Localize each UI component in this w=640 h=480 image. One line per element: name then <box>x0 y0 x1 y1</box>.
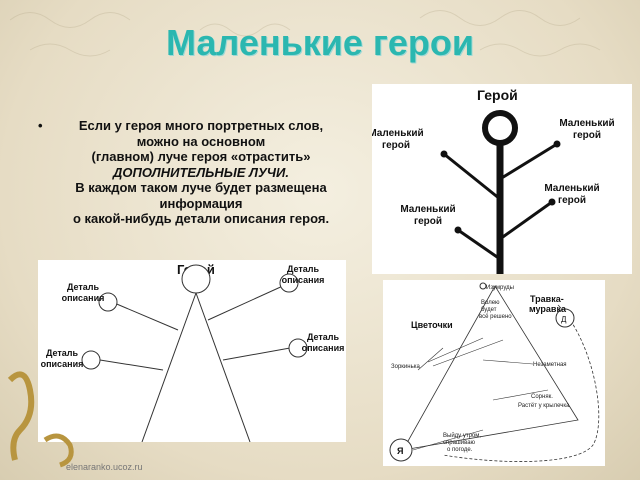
svg-text:Д: Д <box>561 315 567 324</box>
scheme-note: всё решено <box>479 314 512 320</box>
footer-source: elenaranko.ucoz.ru <box>66 462 143 472</box>
small-hero-label: герой <box>414 216 442 227</box>
bullet-dot: • <box>38 118 43 133</box>
small-hero-label: герой <box>382 140 410 151</box>
detail-label: Деталь <box>67 282 100 292</box>
example-scheme-diagram: Д Я Изумруды Волею будет всё решено Зорк… <box>383 280 605 466</box>
detail-label: Деталь <box>46 348 79 358</box>
hero-ring <box>482 110 518 146</box>
bullet-line: (главном) луче героя «отрастить» <box>91 149 311 164</box>
scheme-label: муравка <box>529 304 567 314</box>
scheme-note: спрашиваю <box>443 440 476 446</box>
detail-label: Деталь <box>287 264 320 274</box>
scheme-note: о погоде. <box>447 447 473 453</box>
detail-label: Деталь <box>307 332 340 342</box>
hero-details-diagram: Герой Деталь описания Деталь описания Де… <box>38 260 346 443</box>
hero-tree-diagram: Герой Маленький герой Маленький герой Ма… <box>368 84 632 274</box>
detail-label: описания <box>302 343 345 353</box>
scheme-note: Незаметная <box>533 362 567 368</box>
scheme-note: будет <box>481 307 497 313</box>
small-hero-label: Маленький <box>559 118 614 129</box>
me-label: Я <box>397 446 403 456</box>
bullet-text: • Если у героя много портретных слов, мо… <box>38 118 338 227</box>
bullet-line: Если у героя много портретных слов, можн… <box>78 118 324 149</box>
scheme-note: Сорняк. <box>531 394 553 400</box>
small-hero-label: Маленький <box>544 183 599 194</box>
bullet-line: В каждом таком луче будет размещена инфо… <box>75 180 327 211</box>
small-hero-label: Маленький <box>400 204 455 215</box>
small-hero-label: герой <box>573 130 601 141</box>
slide-title: Маленькие герои <box>165 22 475 63</box>
scheme-note: Волею <box>481 300 500 306</box>
small-hero-label: Маленький <box>372 128 424 139</box>
detail-label: описания <box>41 359 84 369</box>
scheme-note: Зоркинька <box>391 364 420 370</box>
detail-label: описания <box>62 293 105 303</box>
scheme-note: Выйду утром, <box>443 432 481 439</box>
small-hero-label: герой <box>558 195 586 206</box>
hero-label: Герой <box>477 87 518 103</box>
decorative-script-background <box>9 10 601 57</box>
scheme-label: Цветочки <box>411 320 453 330</box>
detail-label: описания <box>282 275 325 285</box>
scheme-note: Растёт у крылечка <box>518 403 570 409</box>
decorative-scroll-ornament <box>7 371 74 468</box>
scheme-label: Травка- <box>530 294 564 304</box>
bullet-emphasis: ДОПОЛНИТЕЛЬНЫЕ ЛУЧИ. <box>113 164 289 180</box>
bullet-line: о какой-нибудь детали описания героя. <box>72 211 330 226</box>
scheme-note: Изумруды <box>486 285 514 291</box>
